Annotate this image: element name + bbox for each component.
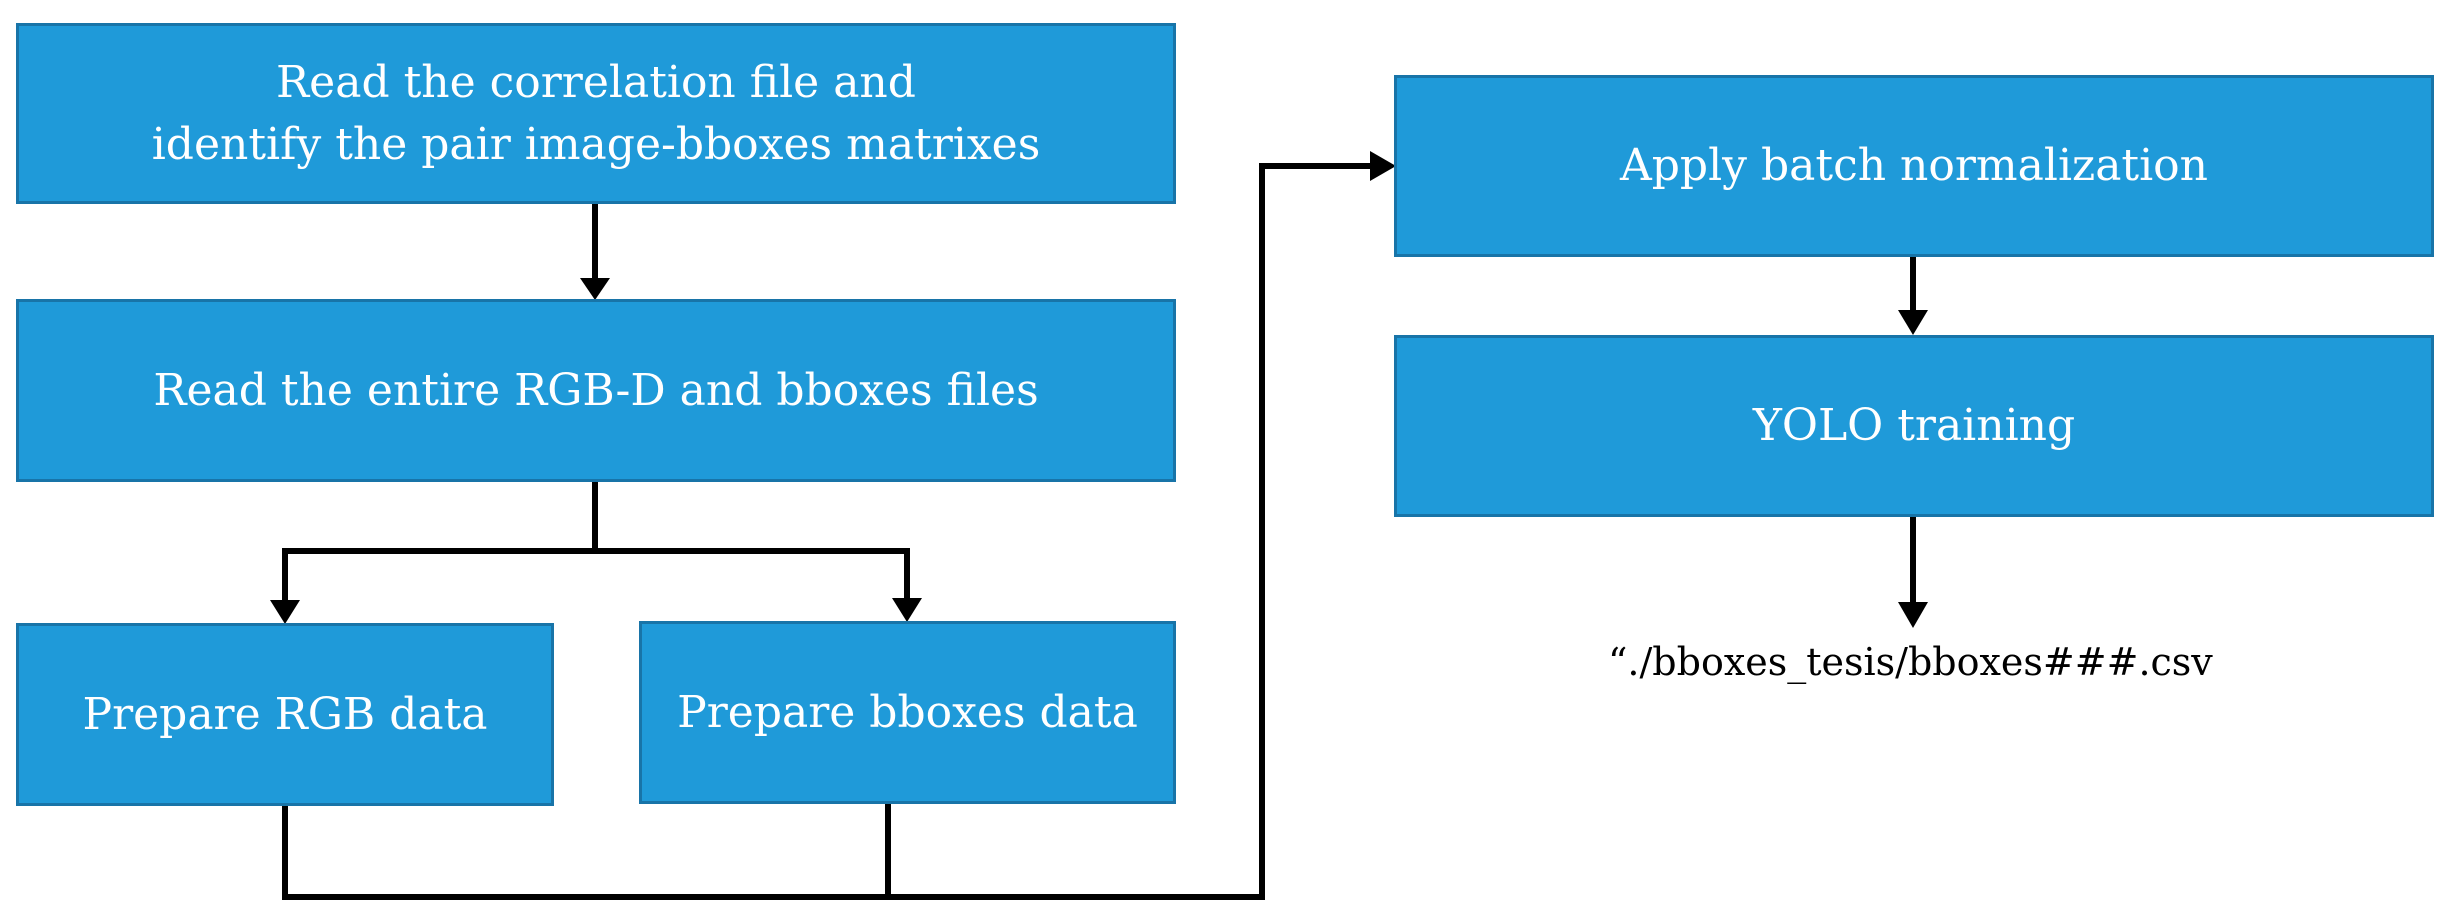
edge-split-to-bboxes <box>592 548 910 608</box>
node-read-rgbd-label: Read the entire RGB-D and bboxes files <box>153 364 1039 416</box>
node-read-correlation-label: Read the correlation file and identify t… <box>151 56 1041 170</box>
node-prepare-bboxes-label: Prepare bboxes data <box>677 686 1138 738</box>
edge-merge-to-batch-norm <box>282 163 1375 900</box>
node-batch-normalization: Apply batch normalization <box>1394 75 2434 257</box>
node-read-correlation: Read the correlation file and identify t… <box>16 23 1176 204</box>
edge-split-to-rgb <box>282 548 598 610</box>
arrowhead-batch-norm <box>1370 151 1396 181</box>
node-yolo-training: YOLO training <box>1394 335 2434 517</box>
node-prepare-rgb: Prepare RGB data <box>16 623 554 806</box>
arrowhead-output <box>1898 602 1928 628</box>
node-batch-normalization-label: Apply batch normalization <box>1619 140 2209 192</box>
arrowhead-yolo <box>1898 310 1928 335</box>
arrowhead-prepare-bboxes <box>892 598 922 622</box>
arrowhead-prepare-rgb <box>270 600 300 624</box>
node-read-rgbd: Read the entire RGB-D and bboxes files <box>16 299 1176 482</box>
output-file-path: “./bboxes_tesis/bboxes###.csv <box>1608 640 2213 684</box>
node-yolo-training-label: YOLO training <box>1752 400 2076 452</box>
node-prepare-rgb-label: Prepare RGB data <box>82 688 488 740</box>
node-prepare-bboxes: Prepare bboxes data <box>639 621 1176 804</box>
arrowhead-rgbd <box>580 278 610 300</box>
